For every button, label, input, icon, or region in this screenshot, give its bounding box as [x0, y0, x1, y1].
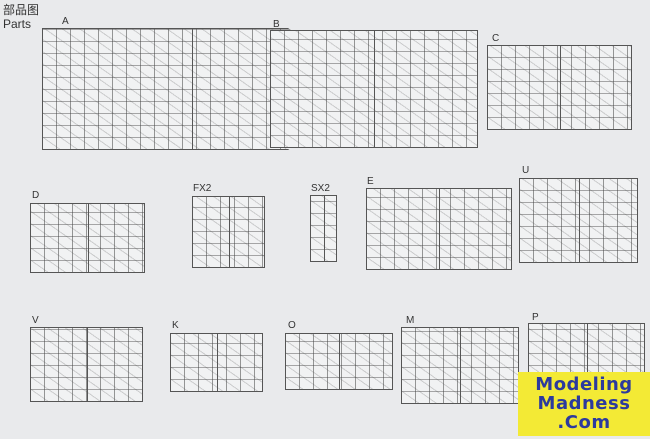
title-chinese: 部品图 — [3, 3, 40, 17]
sprue-label-a: A — [62, 16, 69, 27]
sprue-o — [285, 333, 393, 390]
sprue-k — [170, 333, 263, 392]
sprue-v — [30, 327, 143, 402]
logo-line-2: Madness — [537, 393, 631, 414]
sprue-m — [401, 327, 519, 404]
sprue-c — [487, 45, 632, 130]
sprue-label-b: B — [273, 19, 280, 30]
sprue-label-d: D — [32, 190, 40, 201]
sprue-label-sx2: SX2 — [311, 183, 330, 194]
sprue-label-p: P — [532, 312, 539, 323]
sprue-b — [270, 30, 478, 148]
modeling-madness-logo: Modeling Madness .Com — [518, 372, 650, 436]
title-parts: Parts — [3, 17, 32, 31]
sprue-label-c: C — [492, 33, 500, 44]
sprue-d — [30, 203, 145, 273]
sprue-fx2 — [192, 196, 265, 268]
sprue-label-o: O — [288, 320, 296, 331]
logo-line-3: .Com — [557, 412, 611, 433]
sprue-label-fx2: FX2 — [193, 183, 212, 194]
sprue-label-m: M — [406, 315, 415, 326]
sprue-label-v: V — [32, 315, 39, 326]
sprue-label-e: E — [367, 176, 374, 187]
logo-line-1: Modeling — [535, 374, 633, 395]
sprue-e — [366, 188, 512, 270]
sprue-label-k: K — [172, 320, 179, 331]
sprue-label-u: U — [522, 165, 530, 176]
sprue-u — [519, 178, 638, 263]
sprue-sx2 — [310, 195, 337, 262]
